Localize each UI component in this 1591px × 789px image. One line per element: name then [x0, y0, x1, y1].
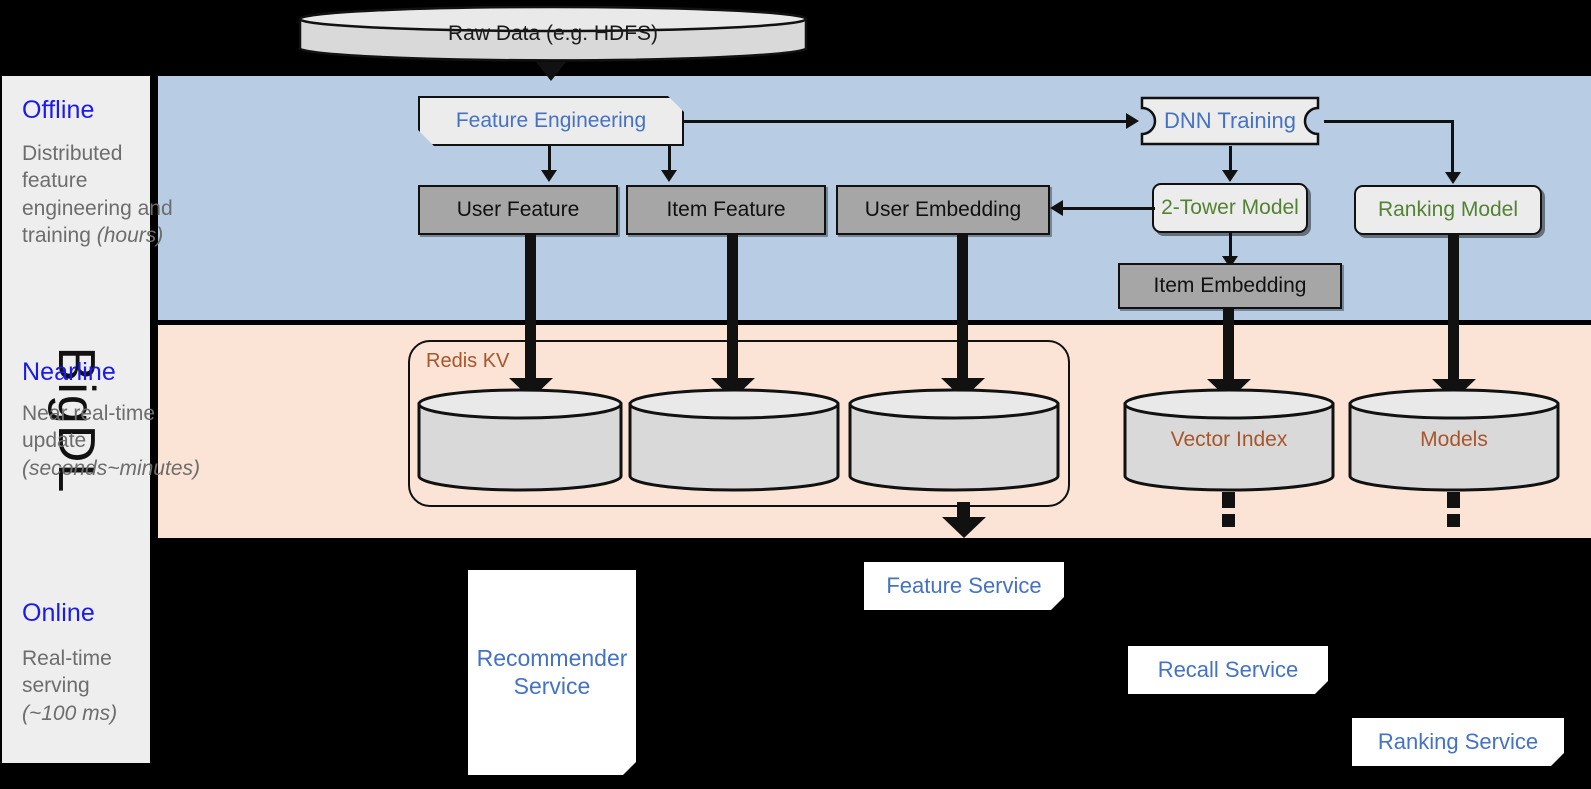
connector-rankingmodel-models — [1448, 235, 1459, 384]
user-embedding-label: User Embedding — [864, 198, 1022, 221]
band-title-offline: Offline — [22, 96, 95, 124]
raw-data-cylinder: Raw Data (e.g. HDFS) — [298, 5, 808, 63]
band-title-nearline: Nearline — [22, 358, 116, 386]
arrowhead-2tower-userembedding — [1050, 200, 1063, 216]
recall-service-label: Recall Service — [1157, 657, 1299, 683]
offline-sub-l3: engineering and — [22, 196, 173, 220]
band-subtitle-offline: Distributed feature engineering and trai… — [22, 140, 242, 249]
band-subtitle-nearline: Near real-time update (seconds~minutes) — [22, 400, 267, 482]
item-embedding-label: Item Embedding — [1153, 274, 1307, 297]
ranking-model-label: Ranking Model — [1377, 198, 1519, 221]
user-feature-label: User Feature — [456, 198, 580, 221]
online-sub-l1: Real-time — [22, 647, 112, 670]
connector-itemembedding-vectorindex — [1223, 309, 1234, 384]
connector-2tower-itememb — [1229, 233, 1232, 261]
node-item-embedding[interactable]: Item Embedding — [1118, 263, 1342, 309]
offline-sub-italic: (hours) — [96, 223, 164, 247]
offline-sub-l2: feature — [22, 169, 88, 193]
online-sub-italic: (~100 ms) — [22, 701, 118, 725]
band-subtitle-online: Real-time serving (~100 ms) — [22, 645, 242, 727]
nearline-store-3[interactable] — [848, 388, 1060, 492]
connector-models-ranking-b — [1447, 514, 1460, 527]
feature-engineering-label: Feature Engineering — [455, 109, 647, 132]
connector-userembedding-store3 — [957, 235, 968, 383]
online-sub-l2: serving — [22, 674, 90, 698]
node-2tower-model[interactable]: 2-Tower Model — [1152, 183, 1308, 233]
connector-vectorindex-recall-a — [1222, 492, 1235, 508]
connector-dnn-ranking-v — [1451, 120, 1454, 176]
connector-dnn-ranking-h — [1324, 120, 1454, 123]
note-recommender-service[interactable]: Recommender Service — [468, 570, 636, 775]
item-feature-label: Item Feature — [666, 198, 786, 221]
2tower-model-label: 2-Tower Model — [1161, 196, 1299, 219]
feature-service-label: Feature Service — [886, 573, 1042, 599]
node-ranking-model[interactable]: Ranking Model — [1354, 185, 1542, 235]
arrowhead-dnn-ranking — [1445, 172, 1461, 184]
connector-dnn-2tower — [1229, 146, 1232, 174]
arrowhead-dnn-2tower — [1222, 170, 1238, 182]
band-title-online: Online — [22, 599, 95, 627]
nearline-sub-italic: (seconds~minutes) — [22, 456, 200, 480]
connector-userfeature-store1 — [525, 235, 536, 383]
node-dnn-training[interactable]: DNN Training — [1134, 96, 1326, 146]
connector-fe-dnn — [684, 120, 1131, 123]
connector-store3-featureservice — [957, 502, 970, 518]
connector-itemfeature-store2 — [727, 235, 738, 383]
offline-sub-l1: Distributed — [22, 142, 123, 165]
nearline-store-1[interactable] — [417, 388, 623, 492]
nearline-store-2[interactable] — [628, 388, 840, 492]
connector-fe-itemfeature — [668, 146, 671, 174]
arrowhead-store3-featureservice — [942, 517, 986, 538]
nearline-sub-l1: Near real-time — [22, 402, 156, 425]
connector-2tower-userembedding — [1063, 207, 1155, 210]
node-item-feature[interactable]: Item Feature — [626, 185, 826, 235]
nearline-vector-index[interactable]: Vector Index — [1123, 388, 1335, 492]
arrowhead-fe-userfeature — [541, 170, 557, 182]
connector-fe-userfeature — [548, 146, 551, 174]
bigdl-rail: BigDL — [2, 76, 150, 763]
connector-vectorindex-recall-b — [1222, 514, 1235, 527]
note-recall-service[interactable]: Recall Service — [1128, 646, 1328, 694]
redis-kv-label: Redis KV — [426, 350, 510, 372]
connector-models-ranking-a — [1447, 492, 1460, 508]
note-feature-service[interactable]: Feature Service — [864, 562, 1064, 610]
offline-sub-l4: training — [22, 223, 97, 247]
note-ranking-service[interactable]: Ranking Service — [1352, 718, 1564, 766]
redis-kv-container — [408, 340, 1070, 507]
arrowhead-fe-dnn — [1126, 113, 1139, 129]
ranking-service-label: Ranking Service — [1377, 729, 1539, 755]
arrowhead-rawdata-fe — [536, 62, 566, 81]
node-feature-engineering[interactable]: Feature Engineering — [418, 96, 684, 146]
arrowhead-fe-itemfeature — [661, 170, 677, 182]
recommender-service-label: Recommender Service — [476, 645, 628, 699]
node-user-embedding[interactable]: User Embedding — [836, 185, 1050, 235]
nearline-sub-l2: update — [22, 429, 87, 453]
node-user-feature[interactable]: User Feature — [418, 185, 618, 235]
nearline-models[interactable]: Models — [1348, 388, 1560, 492]
